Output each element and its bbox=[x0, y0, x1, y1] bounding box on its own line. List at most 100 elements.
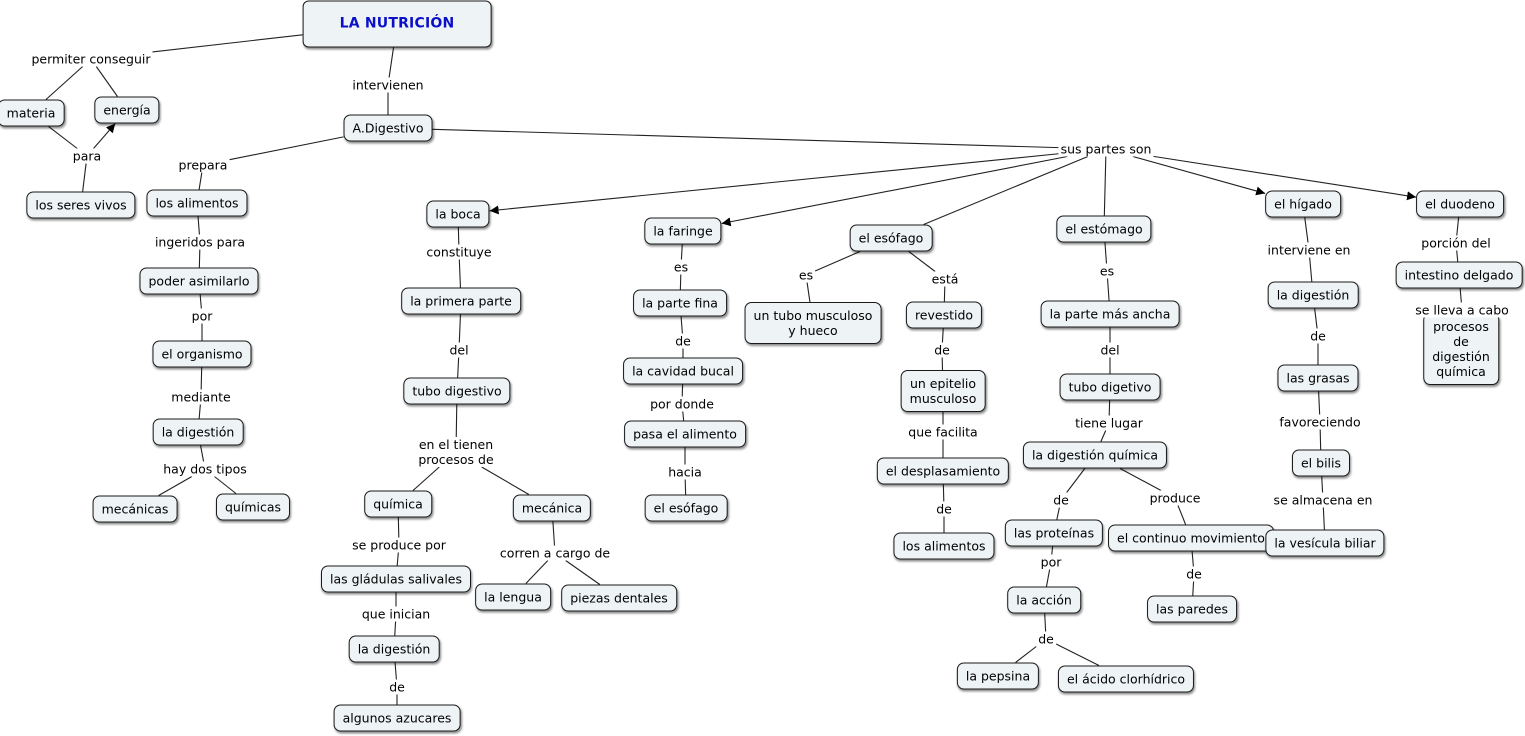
line-connector bbox=[525, 560, 549, 584]
concept-node-energia[interactable]: energía bbox=[94, 96, 160, 124]
concept-node-primera[interactable]: la primera parte bbox=[401, 287, 521, 315]
link-label-intervienen: intervienen bbox=[350, 77, 426, 93]
link-label-enel: en el tienen procesos de bbox=[416, 437, 496, 467]
line-connector bbox=[565, 560, 601, 585]
concept-node-mecanica[interactable]: mecánica bbox=[512, 494, 592, 522]
concept-node-vesicula[interactable]: la vesícula biliar bbox=[1265, 529, 1385, 557]
link-label-de3: de bbox=[932, 342, 952, 358]
link-label-constituye: constituye bbox=[424, 244, 494, 260]
concept-node-duodeno[interactable]: el duodeno bbox=[1416, 190, 1504, 218]
link-label-tienelugar: tiene lugar bbox=[1073, 415, 1145, 431]
concept-node-accion[interactable]: la acción bbox=[1007, 586, 1081, 614]
line-connector bbox=[1304, 217, 1309, 243]
concept-node-azucares[interactable]: algunos azucares bbox=[333, 704, 461, 732]
line-connector bbox=[1066, 468, 1086, 493]
concept-node-adig[interactable]: A.Digestivo bbox=[343, 114, 433, 142]
concept-node-alimentos1[interactable]: los alimentos bbox=[146, 189, 248, 217]
concept-node-gladulas[interactable]: las gládulas salivales bbox=[320, 565, 472, 593]
link-label-sellevaacabo: se lleva a cabo bbox=[1413, 302, 1511, 318]
line-connector bbox=[158, 476, 193, 496]
line-connector bbox=[1456, 250, 1459, 262]
arrow-connector bbox=[489, 153, 1059, 215]
concept-node-digestion3[interactable]: la digestión bbox=[1267, 281, 1359, 309]
line-connector bbox=[1192, 581, 1195, 596]
concept-node-epitelio[interactable]: un epitelio musculoso bbox=[900, 370, 986, 412]
concept-node-digquim[interactable]: la digestión química bbox=[1022, 441, 1168, 469]
concept-node-digestion1[interactable]: la digestión bbox=[152, 418, 244, 446]
concept-node-piezas[interactable]: piezas dentales bbox=[561, 584, 677, 612]
line-connector bbox=[1055, 643, 1100, 666]
concept-node-quimica[interactable]: química bbox=[364, 490, 432, 518]
concept-node-paredes[interactable]: las paredes bbox=[1147, 595, 1237, 623]
link-label-permiter: permiter conseguir bbox=[29, 51, 153, 67]
link-label-suspartes: sus partes son bbox=[1058, 141, 1154, 157]
line-connector bbox=[1044, 613, 1047, 632]
concept-node-quimicas[interactable]: químicas bbox=[215, 493, 291, 521]
arrow-connector bbox=[93, 123, 116, 149]
arrow-connector bbox=[1132, 155, 1266, 196]
map-title[interactable]: LA NUTRICIÓN bbox=[302, 0, 492, 48]
concept-node-fina[interactable]: la parte fina bbox=[633, 289, 727, 317]
link-label-de8: de bbox=[1308, 328, 1328, 344]
concept-node-revestido[interactable]: revestido bbox=[905, 301, 983, 329]
line-connector bbox=[432, 128, 1059, 149]
concept-node-digestion2[interactable]: la digestión bbox=[348, 635, 440, 663]
concept-node-esofago[interactable]: el esófago bbox=[849, 224, 933, 252]
concept-node-cavidad[interactable]: la cavidad bucal bbox=[623, 357, 743, 385]
line-connector bbox=[1100, 430, 1107, 442]
concept-node-ancha[interactable]: la parte más ancha bbox=[1040, 300, 1180, 328]
concept-node-seres[interactable]: los seres vivos bbox=[26, 191, 136, 219]
concept-node-grasas[interactable]: las grasas bbox=[1277, 364, 1359, 392]
line-connector bbox=[1106, 278, 1110, 301]
concept-node-acido[interactable]: el ácido clorhídrico bbox=[1057, 665, 1195, 693]
line-connector bbox=[481, 466, 530, 495]
line-connector bbox=[1191, 551, 1194, 567]
link-label-del1: del bbox=[447, 342, 471, 358]
concept-node-desplas[interactable]: el desplasamiento bbox=[876, 457, 1010, 485]
concept-node-higado[interactable]: el hígado bbox=[1265, 190, 1341, 218]
concept-node-poder[interactable]: poder asimilarlo bbox=[139, 267, 259, 295]
concept-node-procesos[interactable]: procesos de digestión química bbox=[1423, 313, 1499, 385]
link-label-ingeridos: ingeridos para bbox=[152, 234, 248, 250]
line-connector bbox=[908, 251, 936, 272]
concept-node-pasa[interactable]: pasa el alimento bbox=[624, 420, 746, 448]
link-label-de2: de bbox=[673, 333, 693, 349]
concept-node-boca[interactable]: la boca bbox=[426, 200, 490, 228]
link-label-haydos: hay dos tipos bbox=[161, 461, 249, 477]
concept-node-tubo2[interactable]: tubo digetivo bbox=[1059, 373, 1161, 401]
concept-node-faringe[interactable]: la faringe bbox=[644, 217, 722, 245]
concept-node-pepsina[interactable]: la pepsina bbox=[956, 662, 1040, 690]
concept-node-bilis[interactable]: el bilis bbox=[1291, 449, 1351, 477]
concept-node-esofago2[interactable]: el esófago bbox=[644, 494, 728, 522]
link-label-para: para bbox=[70, 148, 104, 164]
line-connector bbox=[394, 621, 397, 636]
link-label-de4: de bbox=[934, 501, 954, 517]
link-label-interviene: interviene en bbox=[1265, 242, 1353, 258]
line-connector bbox=[199, 294, 202, 309]
concept-node-tubo1[interactable]: tubo digestivo bbox=[403, 377, 511, 405]
link-label-es1: es bbox=[671, 259, 691, 275]
line-connector bbox=[200, 445, 205, 462]
concept-node-intestino[interactable]: intestino delgado bbox=[1395, 261, 1523, 289]
line-connector bbox=[1015, 646, 1037, 663]
line-connector bbox=[82, 163, 87, 192]
line-connector bbox=[1056, 507, 1060, 520]
concept-node-alimentos2[interactable]: los alimentos bbox=[893, 532, 995, 560]
concept-node-organismo[interactable]: el organismo bbox=[152, 340, 252, 368]
line-connector bbox=[458, 259, 461, 288]
link-label-es2: es bbox=[796, 267, 816, 283]
line-connector bbox=[1314, 308, 1318, 329]
line-connector bbox=[214, 476, 237, 494]
concept-node-proteinas[interactable]: las proteínas bbox=[1004, 519, 1104, 547]
concept-node-tubomusc[interactable]: un tubo musculoso y hueco bbox=[744, 302, 882, 344]
concept-node-estomago[interactable]: el estómago bbox=[1056, 215, 1152, 243]
concept-node-continuo[interactable]: el continuo movimiento bbox=[1108, 524, 1274, 552]
concept-node-materia[interactable]: materia bbox=[0, 99, 65, 127]
concept-node-lengua[interactable]: la lengua bbox=[475, 583, 551, 611]
link-label-corren: corren a cargo de bbox=[497, 545, 613, 561]
line-connector bbox=[95, 66, 118, 97]
concept-node-mecanicas[interactable]: mecánicas bbox=[92, 495, 178, 523]
link-label-porcion: porción del bbox=[1419, 235, 1493, 251]
line-connector bbox=[680, 244, 683, 260]
